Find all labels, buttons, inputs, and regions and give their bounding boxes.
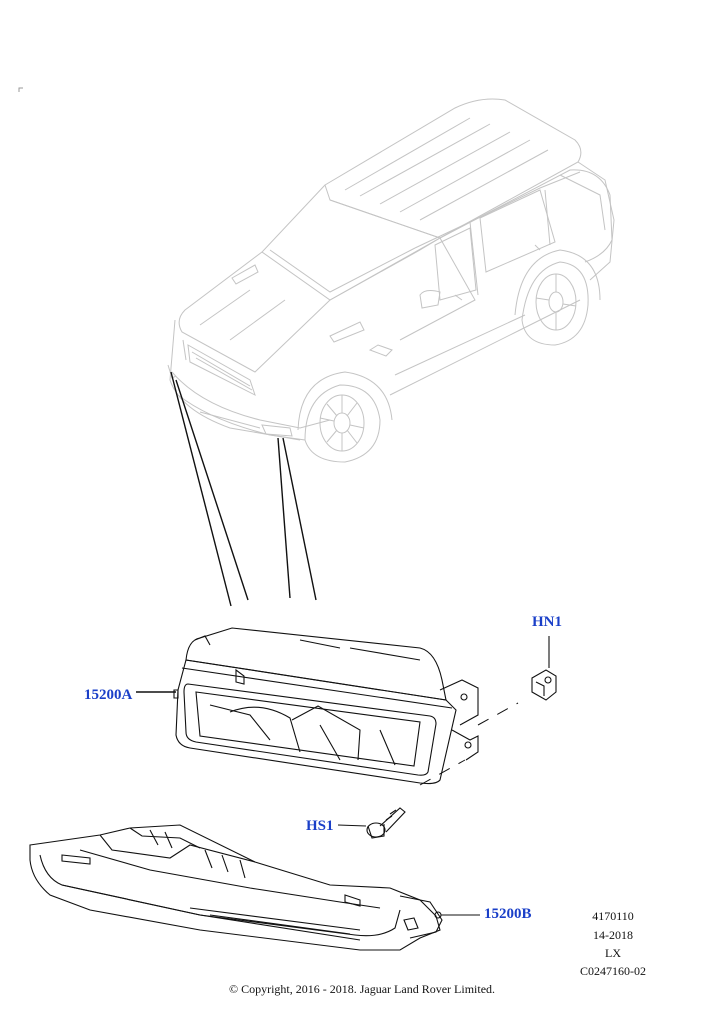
vehicle-illustration — [167, 98, 615, 463]
alignment-line-hs1 — [419, 759, 466, 786]
screw-hs1 — [337, 807, 406, 839]
corner-mark — [18, 87, 23, 92]
callout-HS1[interactable]: HS1 — [306, 818, 334, 834]
callout-15200B[interactable]: 15200B — [484, 906, 532, 922]
leader-lines — [170, 371, 317, 607]
reference-code-4: C0247160-02 — [580, 964, 646, 978]
alignment-line-hn1 — [477, 702, 519, 726]
reference-code-1: 4170110 — [592, 909, 634, 923]
fog-lamp-lower — [29, 824, 480, 951]
callout-15200A[interactable]: 15200A — [84, 687, 133, 703]
connector-hn1 — [531, 636, 557, 701]
fog-lamp-upper — [173, 627, 479, 785]
reference-code-2: 14-2018 — [593, 928, 633, 942]
copyright-notice: © Copyright, 2016 - 2018. Jaguar Land Ro… — [228, 982, 496, 996]
callout-HN1[interactable]: HN1 — [532, 614, 562, 630]
reference-code-3: LX — [605, 946, 621, 960]
